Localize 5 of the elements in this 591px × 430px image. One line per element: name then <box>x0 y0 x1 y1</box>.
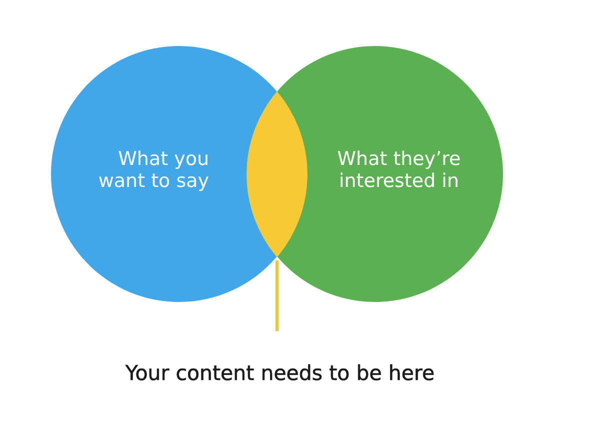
caption-text: Your content needs to be here <box>125 361 435 385</box>
overlap-lens <box>247 92 307 256</box>
leader-line <box>276 260 278 331</box>
circle-label: What you want to say <box>97 148 209 192</box>
circle-label: What they’re interested in <box>336 148 462 192</box>
